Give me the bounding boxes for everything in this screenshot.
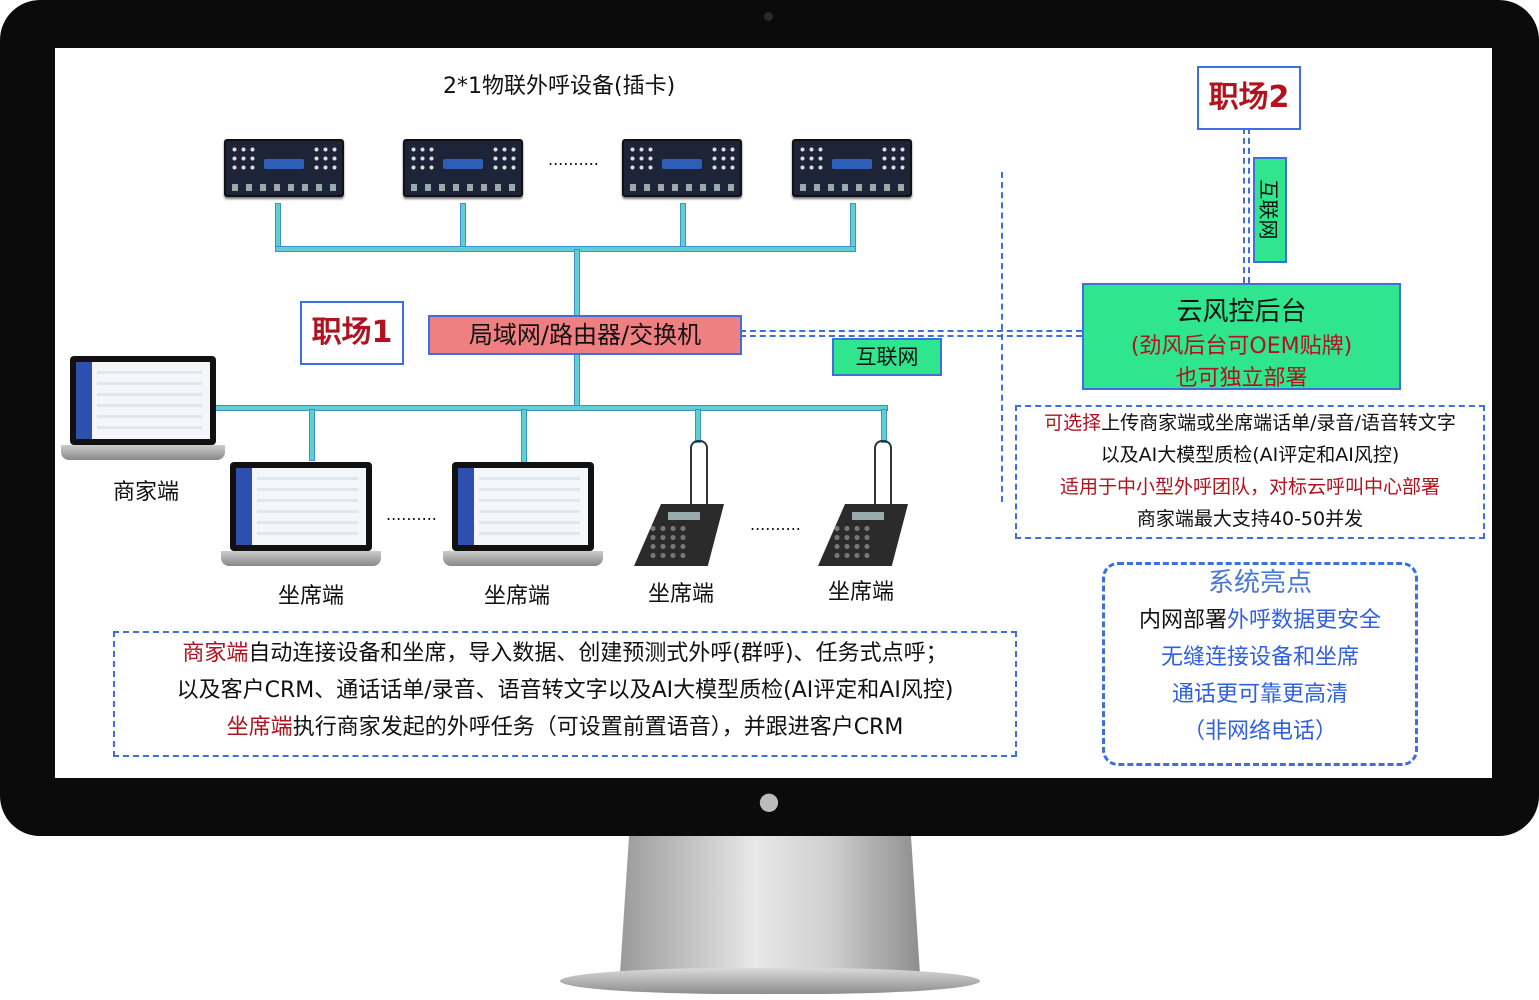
device-ellipsis: .......... <box>548 150 599 169</box>
router-box: 局域网/路由器/交换机 <box>428 315 742 355</box>
internet-link-v <box>1243 128 1245 283</box>
upload-line-3: 适用于中小型外呼团队，对标云呼叫中心部署 <box>1059 476 1440 498</box>
apple-logo-icon: ● <box>758 787 780 815</box>
seat-label: 坐席端 <box>828 580 895 605</box>
iot-device <box>622 139 742 197</box>
upload-line-4: 商家端最大支持40-50并发 <box>1136 508 1364 530</box>
monitor-base <box>560 968 980 994</box>
internet-label: 互联网 <box>832 338 942 376</box>
highlight-non-voip: （非网络电话） <box>1182 719 1337 744</box>
devices-title: 2*1物联外呼设备(插卡) <box>443 74 676 99</box>
desk-phone <box>634 440 724 566</box>
workplace-2-label: 职场2 <box>1197 66 1301 130</box>
monitor-stand <box>620 836 920 974</box>
highlights-title: 系统亮点 <box>1207 568 1312 598</box>
connector-line <box>882 410 886 442</box>
desc-line-1: 自动连接设备和坐席，导入数据、创建预测式外呼(群呼)、任务式点呼； <box>248 641 948 666</box>
phone-ellipsis: .......... <box>750 515 801 534</box>
camera-icon <box>764 12 773 21</box>
connector-line <box>276 204 280 250</box>
iot-device <box>792 139 912 197</box>
desk-phone <box>818 440 908 566</box>
highlight-secure: 外呼数据更安全 <box>1227 608 1382 633</box>
seat-ellipsis: .......... <box>386 505 437 524</box>
cloud-oem: (劲风后台可OEM贴牌) <box>1130 334 1353 359</box>
seat-laptop <box>443 462 603 566</box>
merchant-laptop <box>61 356 225 460</box>
internet-link <box>740 335 1082 337</box>
connector-line <box>522 410 526 462</box>
trunk-line <box>575 352 579 408</box>
client-bus-line <box>215 406 887 410</box>
upload-info-box: 可选择上传商家端或坐席端话单/录音/语音转文字 以及AI大模型质检(AI评定和A… <box>1015 405 1485 539</box>
connector-line <box>461 204 465 250</box>
seat-label: 坐席端 <box>278 584 345 609</box>
internet-label-vertical: 互联网 <box>1253 157 1287 263</box>
upload-line-1: 上传商家端或坐席端话单/录音/语音转文字 <box>1101 412 1456 434</box>
seat-label: 坐席端 <box>648 582 715 607</box>
upload-line-2: 以及AI大模型质检(AI评定和AI风控) <box>1100 444 1400 466</box>
connector-line <box>696 410 700 442</box>
iot-device <box>224 139 344 197</box>
cloud-standalone: 也可独立部署 <box>1175 366 1308 391</box>
trunk-line <box>575 250 579 316</box>
upload-optional: 可选择 <box>1044 412 1102 434</box>
iot-device <box>403 139 523 197</box>
highlight-seamless: 无缝连接设备和坐席 <box>1160 645 1359 670</box>
desc-merchant: 商家端 <box>182 641 249 666</box>
seat-label: 坐席端 <box>484 584 551 609</box>
cloud-backend-box: 云风控后台 (劲风后台可OEM贴牌) 也可独立部署 <box>1082 283 1401 391</box>
merchant-label: 商家端 <box>113 480 180 505</box>
highlights-box: 系统亮点 内网部署外呼数据更安全 无缝连接设备和坐席 通话更可靠更高清 （非网络… <box>1102 562 1418 766</box>
cloud-title: 云风控后台 <box>1176 297 1307 327</box>
connector-line <box>681 204 685 250</box>
connector-line <box>310 410 314 460</box>
desc-seat: 坐席端 <box>226 715 293 740</box>
device-bus-line <box>276 247 855 251</box>
description-box: 商家端自动连接设备和坐席，导入数据、创建预测式外呼(群呼)、任务式点呼； 以及客… <box>113 631 1017 757</box>
highlight-intranet: 内网部署 <box>1138 608 1227 633</box>
divider-dashed <box>1001 172 1003 502</box>
desc-line-2: 以及客户CRM、通话话单/录音、语音转文字以及AI大模型质检(AI评定和AI风控… <box>176 678 954 703</box>
highlight-reliable: 通话更可靠更高清 <box>1171 682 1348 707</box>
internet-link-v <box>1248 128 1250 283</box>
seat-laptop <box>221 462 381 566</box>
desc-line-3: 执行商家发起的外呼任务（可设置前置语音），并跟进客户CRM <box>292 715 904 740</box>
connector-line <box>851 204 855 250</box>
workplace-1-label: 职场1 <box>300 301 404 365</box>
internet-link <box>740 330 1082 332</box>
internet-label-text: 互联网 <box>1256 179 1281 240</box>
